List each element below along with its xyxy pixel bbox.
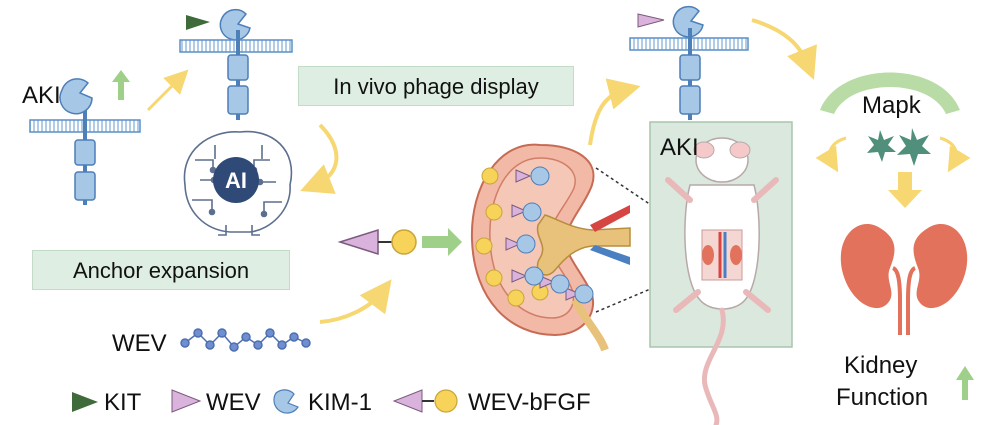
receptor-top-kit: [179, 8, 293, 120]
ai-badge: [213, 157, 259, 203]
aki-left-label: AKI: [22, 82, 61, 109]
legend-kit-label: KIT: [104, 389, 142, 416]
mapk-label: Mapk: [862, 92, 921, 119]
legend-wev-bfgf-label: WEV-bFGF: [468, 389, 591, 416]
wev-peptide-chain: [180, 328, 311, 352]
in-vivo-label: In vivo phage display: [333, 74, 539, 99]
legend-wev-icon: [171, 389, 202, 413]
mapk-arrow-left: [815, 136, 847, 173]
wev-bfgf-molecule: [337, 228, 417, 256]
up-arrow-green-left: [112, 70, 130, 100]
down-arrow-yellow: [888, 172, 922, 208]
arrow-to-top-receptor: [146, 69, 189, 112]
legend-kim1-icon: [273, 389, 299, 414]
wev-peptide-label: WEV: [112, 330, 167, 357]
kidney-function-line2: Function: [836, 384, 929, 411]
anchor-box: Anchor expansion: [32, 250, 290, 290]
kidney-cross-section: [470, 143, 631, 352]
aki-panel-label: AKI: [660, 134, 699, 161]
arrow-receptor-to-mapk: [751, 18, 817, 80]
mapk-star-2: [897, 128, 931, 166]
mapk-star-1: [867, 130, 896, 162]
mapk-arrow-right: [939, 136, 971, 173]
arrow-kidney-to-top-receptor: [588, 78, 641, 146]
ai-badge-label: AI: [225, 168, 247, 193]
mouse-illustration: [665, 137, 779, 425]
receptor-left: [29, 78, 141, 205]
anchor-label: Anchor expansion: [72, 258, 250, 283]
mapk-arc: [820, 72, 960, 114]
in-vivo-box: In vivo phage display: [298, 66, 574, 106]
arrow-from-wev: [319, 279, 392, 324]
legend-wev-bfgf-icon: [392, 389, 458, 413]
zoom-line-bottom: [595, 267, 701, 313]
arrow-to-anchor-box: [300, 123, 339, 194]
kidneys-icon: [840, 224, 968, 335]
legend-kim1-label: KIM-1: [308, 389, 373, 416]
receptor-top-wev: [629, 5, 749, 120]
legend-wev-label: WEV: [206, 389, 261, 416]
green-arrow-to-kidney: [422, 228, 462, 256]
kidney-function-line1: Kidney: [844, 352, 918, 379]
up-arrow-green-right: [956, 366, 974, 400]
legend-kit-icon: [72, 392, 98, 412]
